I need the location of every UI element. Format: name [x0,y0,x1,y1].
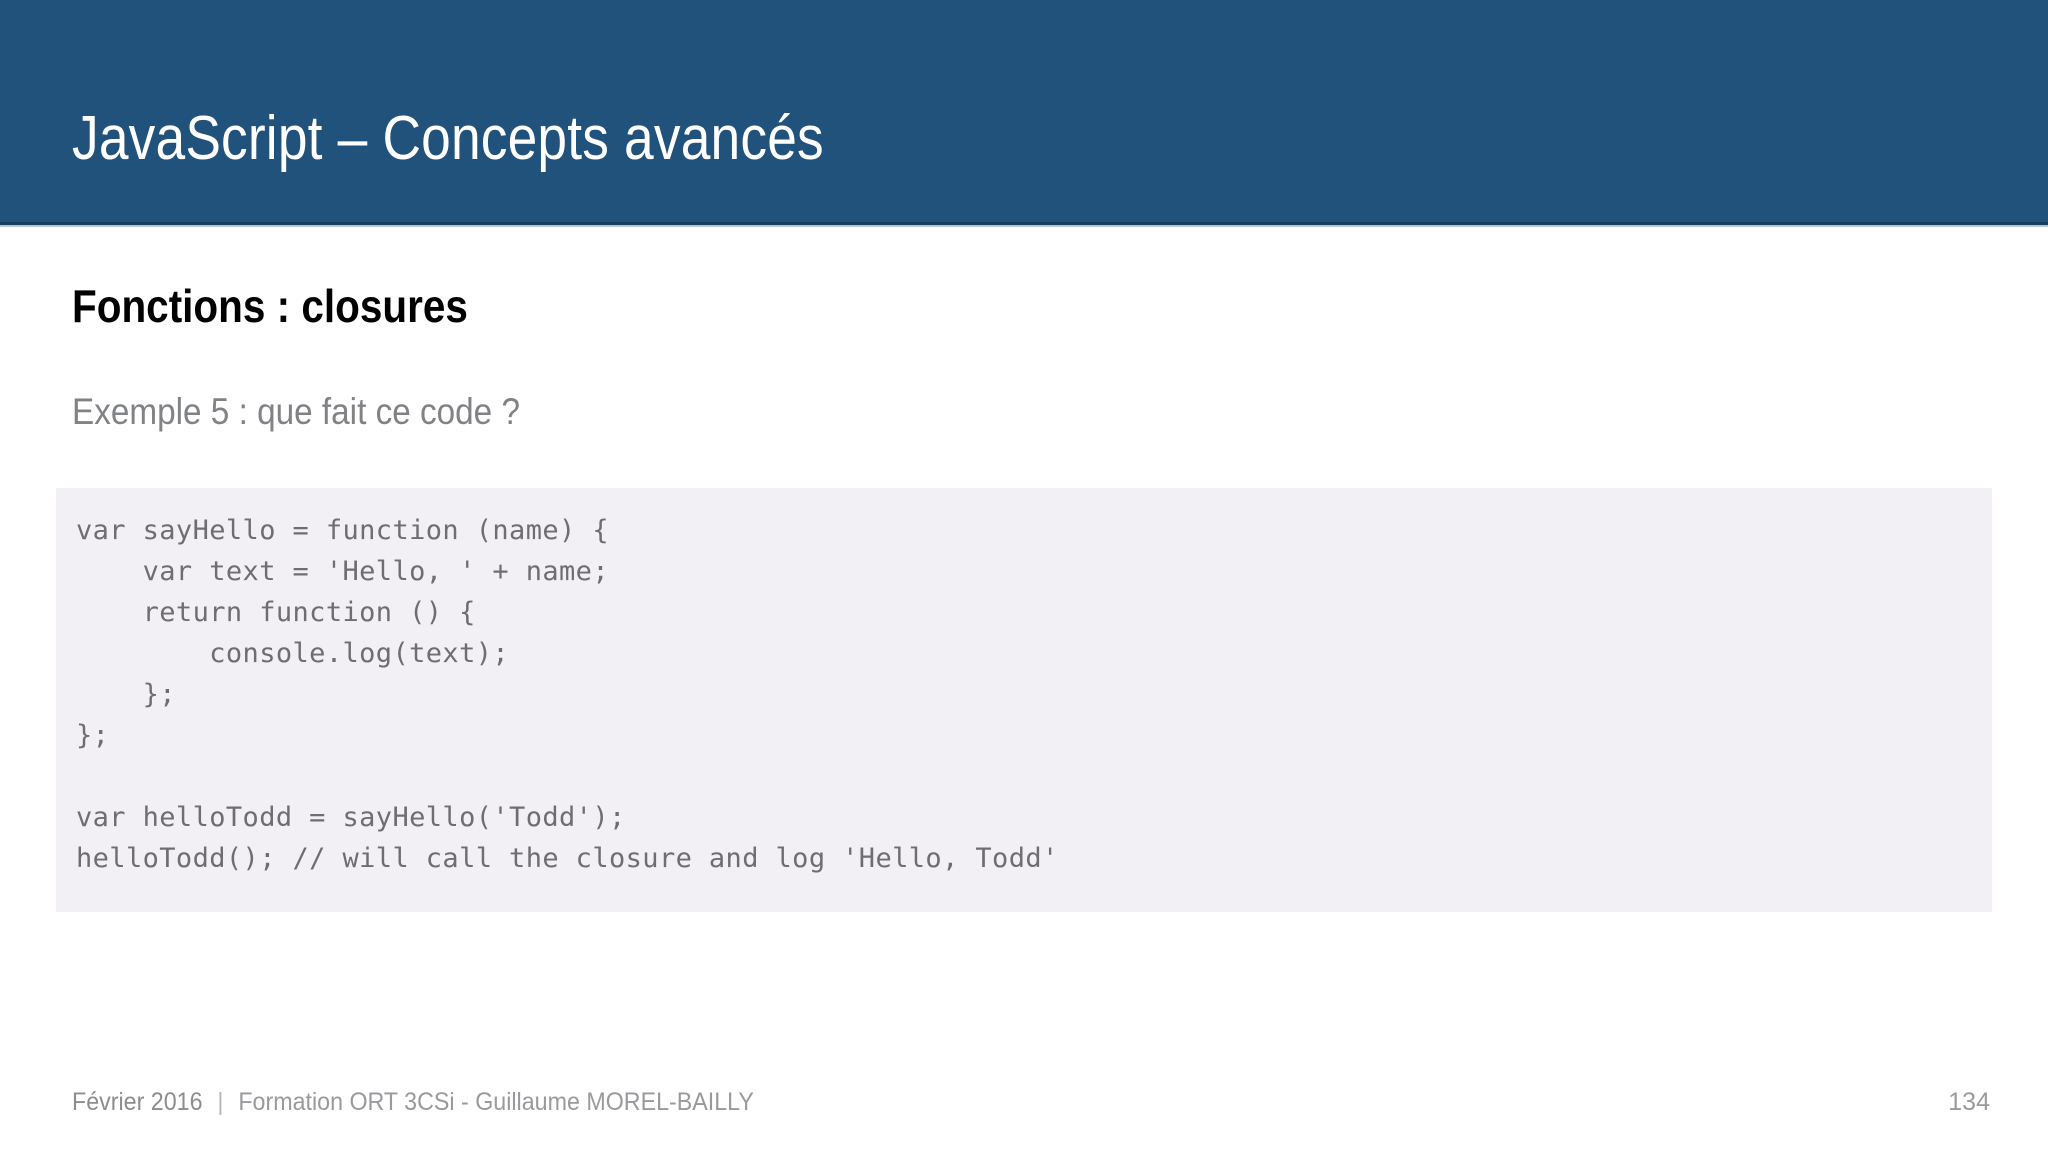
slide-title: JavaScript – Concepts avancés [72,104,824,173]
footer-date: Février 2016 [72,1088,203,1116]
banner-bottom-rule-soft [0,225,2048,227]
section-heading: Fonctions : closures [72,280,468,332]
page-number: 134 [1948,1088,1990,1116]
footer-separator: | [217,1088,224,1116]
code-block: var sayHello = function (name) { var tex… [56,488,1992,912]
slide-subtitle: Exemple 5 : que fait ce code ? [72,391,520,432]
title-banner: JavaScript – Concepts avancés [0,0,2048,222]
footer: Février 2016 | Formation ORT 3CSi - Guil… [72,1090,754,1115]
banner-bottom-rule [0,222,2048,225]
footer-credit: Formation ORT 3CSi - Guillaume MOREL-BAI… [238,1088,754,1116]
code-snippet: var sayHello = function (name) { var tex… [76,515,1059,874]
